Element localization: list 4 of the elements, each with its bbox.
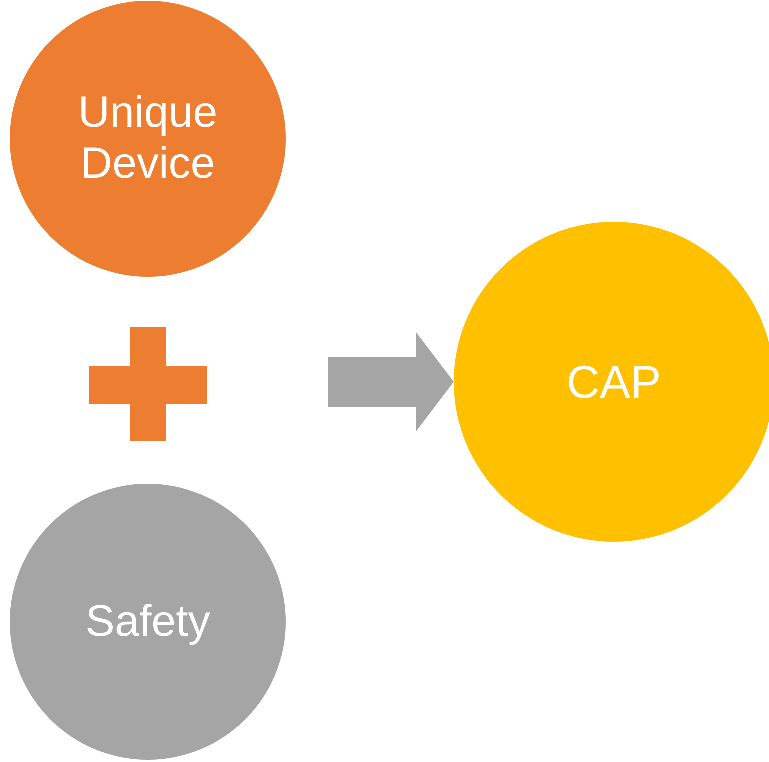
node-label: Safety: [86, 596, 210, 648]
node-label: Unique Device: [77, 88, 219, 190]
node-label: CAP: [566, 356, 662, 408]
block-arrow: [328, 332, 454, 432]
